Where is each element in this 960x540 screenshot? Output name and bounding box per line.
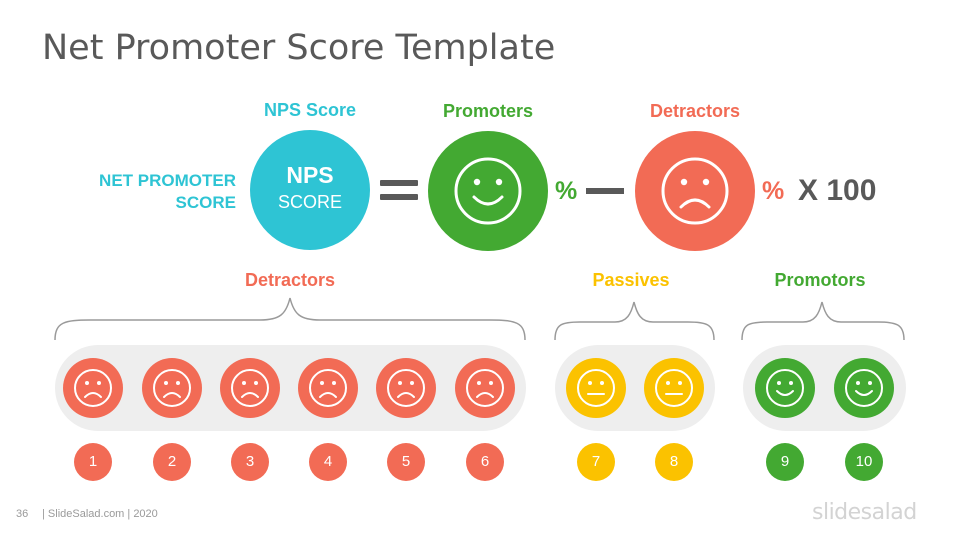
multiplier: X 100: [798, 174, 877, 207]
score-2: 2: [153, 443, 191, 481]
happy-face-icon: [845, 369, 883, 407]
detractor-face-3: [220, 358, 280, 418]
happy-face-icon: [454, 157, 522, 225]
passives-brace: [554, 301, 715, 341]
nps-circle-subtitle: SCORE: [277, 192, 342, 212]
nps-circle-title: NPS: [286, 162, 334, 188]
page-number: 36: [16, 508, 29, 520]
detractor-face-2: [142, 358, 202, 418]
promotor-face-9: [755, 358, 815, 418]
sad-face-icon: [466, 369, 504, 407]
neutral-face-icon: [577, 369, 615, 407]
passives-group-label: Passives: [592, 270, 670, 290]
promoters-percent-sign: %: [555, 177, 578, 205]
score-6: 6: [466, 443, 504, 481]
detractors-pill: [55, 345, 526, 431]
score-5: 5: [387, 443, 425, 481]
detractors-percent-sign: %: [762, 177, 785, 205]
score-7: 7: [577, 443, 615, 481]
footer-credit: | SlideSalad.com | 2020: [42, 508, 158, 520]
passive-face-7: [566, 358, 626, 418]
group-braces: [54, 297, 905, 341]
passive-face-8: [644, 358, 704, 418]
sad-face-icon: [74, 369, 112, 407]
net-promoter-label-line2: SCORE: [175, 193, 236, 212]
brand-logo: slidesalad: [812, 500, 917, 525]
promoters-label: Promoters: [442, 101, 534, 121]
sad-face-icon: [153, 369, 191, 407]
score-1: 1: [74, 443, 112, 481]
detractor-face-5: [376, 358, 436, 418]
net-promoter-score-label: NET PROMOTER SCORE: [60, 170, 236, 214]
promotors-brace: [741, 301, 905, 341]
detractors-label: Detractors: [649, 101, 741, 121]
equals-sign: [380, 180, 418, 200]
score-9: 9: [766, 443, 804, 481]
sad-face-icon: [387, 369, 425, 407]
detractors-brace: [54, 297, 526, 341]
minus-sign: [586, 188, 624, 194]
score-4: 4: [309, 443, 347, 481]
nps-score-label: NPS Score: [263, 100, 357, 120]
sad-face-icon: [231, 369, 269, 407]
score-10: 10: [845, 443, 883, 481]
detractor-face-1: [63, 358, 123, 418]
promotor-face-10: [834, 358, 894, 418]
detractor-face-4: [298, 358, 358, 418]
equals-bar-top: [380, 180, 418, 186]
detractors-circle: [635, 131, 755, 251]
promoters-circle: [428, 131, 548, 251]
net-promoter-label-line1: NET PROMOTER: [99, 171, 236, 190]
score-3: 3: [231, 443, 269, 481]
nps-score-circle: NPS SCORE: [250, 130, 370, 250]
neutral-face-icon: [655, 369, 693, 407]
detractor-face-6: [455, 358, 515, 418]
page-title: Net Promoter Score Template: [42, 28, 556, 68]
equals-bar-bottom: [380, 194, 418, 200]
detractors-group-label: Detractors: [244, 270, 336, 290]
promotors-group-label: Promotors: [774, 270, 866, 290]
happy-face-icon: [766, 369, 804, 407]
score-8: 8: [655, 443, 693, 481]
sad-face-icon: [309, 369, 347, 407]
sad-face-icon: [661, 157, 729, 225]
